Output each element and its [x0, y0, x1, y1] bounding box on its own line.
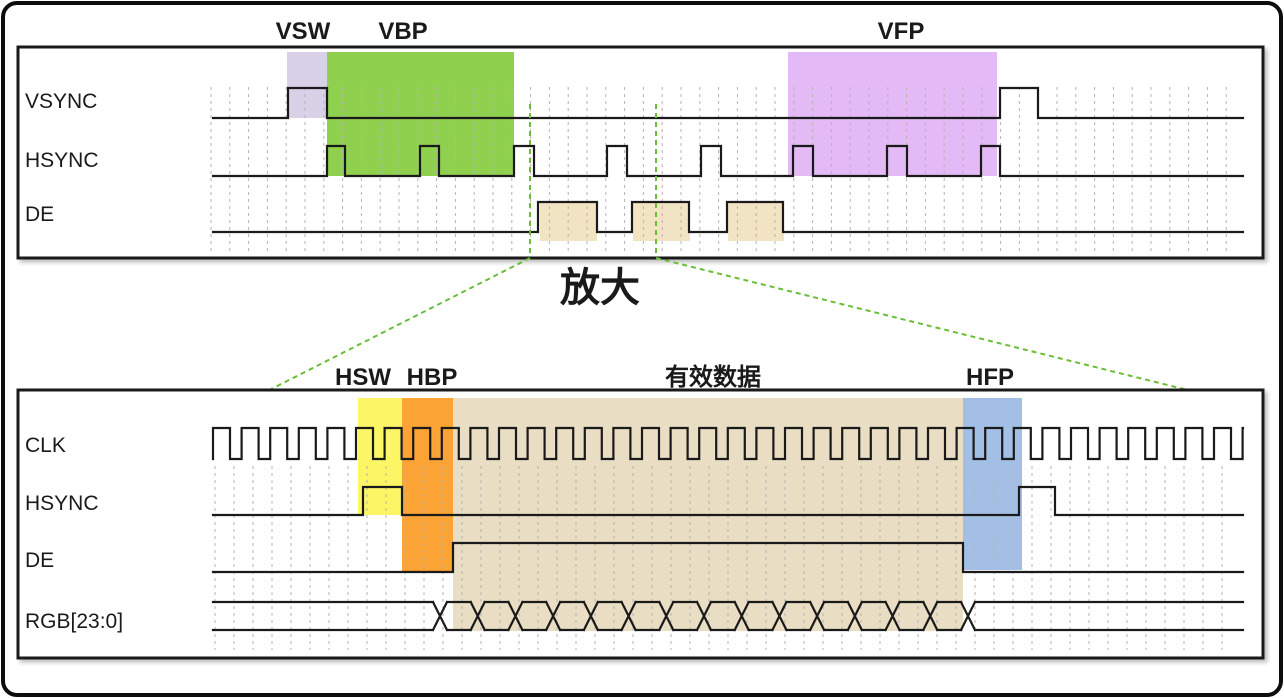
- vfp-region-label: VFP: [878, 18, 925, 45]
- top-waveforms: [211, 86, 1245, 234]
- region-hfp: [963, 398, 1022, 570]
- zoom-connector-lines: [221, 104, 1249, 415]
- vsync-row-label: VSYNC: [25, 90, 97, 113]
- wave-hsync: [211, 485, 1245, 517]
- top-timing-panel: VSYNC HSYNC DE VSW VBP VFP: [16, 18, 1265, 260]
- region-hbp: [402, 398, 453, 572]
- bottom-timing-panel: CLK HSYNC DE RGB[23:0] HSW HBP 有效数据 HFP: [16, 363, 1265, 660]
- wave-vsync: [211, 86, 1245, 120]
- region-vfp: [788, 52, 997, 176]
- de-row-label: DE: [25, 203, 54, 226]
- wave-de: [211, 200, 1245, 234]
- clk-row-label: CLK: [25, 434, 66, 457]
- region-hsw: [358, 398, 402, 515]
- vbp-region-label: VBP: [378, 18, 427, 45]
- vsw-region-label: VSW: [276, 18, 331, 45]
- magnify-dashed-line: [221, 257, 531, 415]
- bottom-waveforms: [211, 426, 1245, 632]
- region-vsw: [287, 52, 327, 118]
- hbp-region-label: HBP: [407, 364, 458, 391]
- wave-de: [211, 541, 1245, 574]
- zoom-label: 放大: [560, 266, 640, 310]
- hfp-region-label: HFP: [966, 364, 1014, 391]
- magnify-dashed-line: [655, 257, 1249, 406]
- hsw-region-label: HSW: [335, 364, 391, 391]
- hsync2-row-label: HSYNC: [25, 492, 99, 515]
- bottom-grid: [214, 466, 1223, 650]
- wave-hsync: [211, 144, 1245, 178]
- de2-row-label: DE: [25, 549, 54, 572]
- wave-rgb-bus: [211, 600, 1245, 632]
- wave-clk: [211, 426, 1245, 461]
- hsync-row-label: HSYNC: [25, 149, 99, 172]
- rgb-bus-row-label: RGB[23:0]: [25, 610, 123, 633]
- valid-data-region-label: 有效数据: [665, 363, 761, 391]
